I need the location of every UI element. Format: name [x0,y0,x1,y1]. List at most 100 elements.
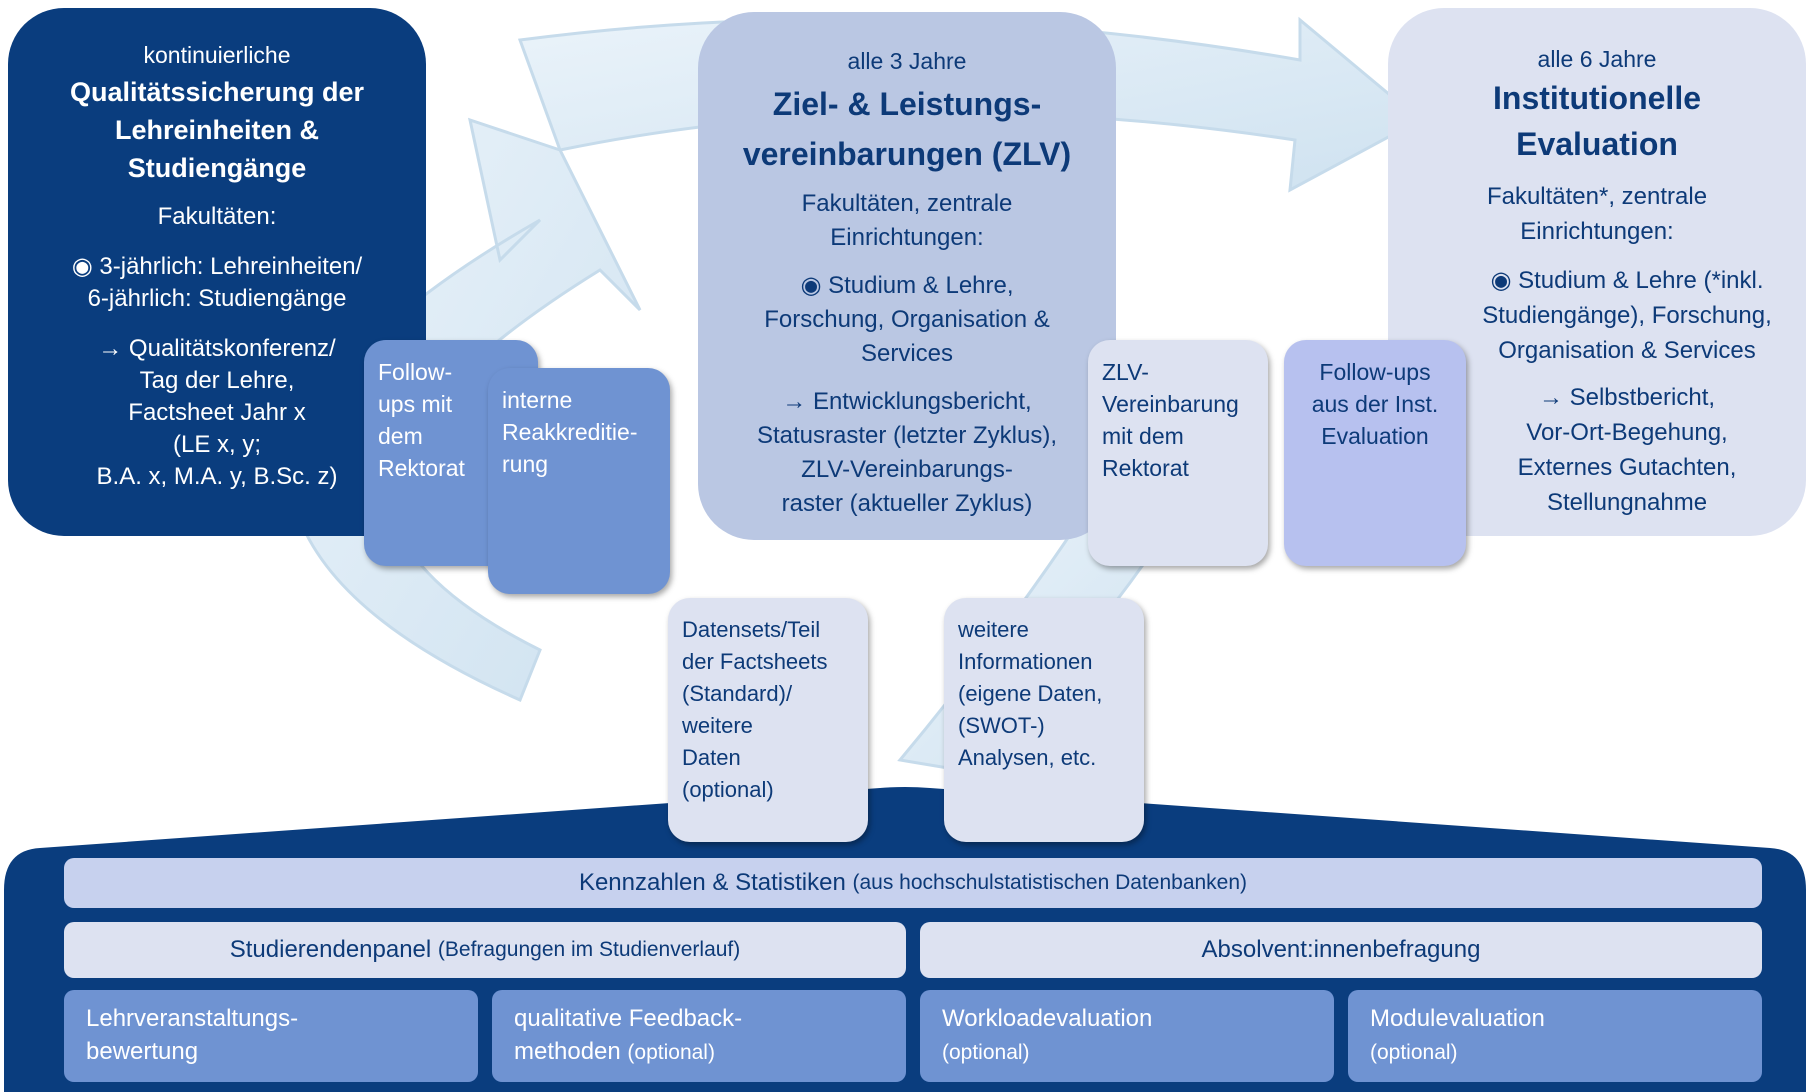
tile-workloadevaluation: Workloadevaluation (optional) [920,990,1334,1082]
eval-subtitle-line: Einrichtungen: [1520,218,1674,245]
zlv-vereinbarung-card: ZLV- Vereinbarung mit dem Rektorat [1088,340,1268,566]
eval-bullet-line: ◉ Studium & Lehre (*inkl. [1490,267,1764,294]
eval-output-line: Stellungnahme [1546,489,1708,516]
eval-bullet-line: Studiengänge), Forschung, [1482,302,1772,329]
kennzahlen-note: (aus hochschulstatistischen Datenbanken) [852,871,1248,894]
quality-frequency: kontinuierliche [143,42,291,68]
zlv-subtitle: Fakultäten, zentrale Einrichtungen: [722,187,1092,255]
card-line: Informationen [958,649,1093,674]
quality-output-line: B.A. x, M.A. y, B.Sc. z) [96,463,338,490]
quality-output-line: (LE x, y; [172,431,262,458]
zlv-output-line: ZLV-Vereinbarungs- [801,456,1013,483]
zlv-outputs: → Entwicklungsbericht, Statusraster (let… [722,385,1092,521]
eval-bullet-line: Organisation & Services [1498,337,1756,364]
eval-bullet: ◉ Studium & Lehre (*inkl. Studiengänge),… [1408,263,1786,368]
absolventen-label: Absolvent:innenbefragung [1201,936,1481,963]
eval-title-line: Institutionelle [1493,80,1701,116]
card-line: ZLV- [1102,359,1149,385]
zlv-bullet-line: Forschung, Organisation & [764,306,1050,333]
zlv-output-line: raster (aktueller Zyklus) [781,490,1033,517]
tile-modulevaluation: Modulevaluation (optional) [1348,990,1762,1082]
studierendenpanel-bar: Studierendenpanel (Befragungen im Studie… [64,922,906,978]
quality-assurance-block: kontinuierliche Qualitätssicherung der L… [8,8,426,536]
card-line: Follow-ups [1319,359,1431,385]
card-line: interne [502,387,573,413]
quality-bullet: ◉ 3-jährlich: Lehreinheiten/ 6-jährlich:… [30,251,404,315]
quality-output-line: Factsheet Jahr x [128,399,306,426]
tile-note: (optional) [627,1041,715,1064]
card-line: ups mit [378,391,453,417]
tile-line-main: methoden [514,1038,621,1065]
absolventen-bar: Absolvent:innenbefragung [920,922,1762,978]
tile-note: (optional) [942,1041,1030,1064]
zlv-output-line: Statusraster (letzter Zyklus), [756,422,1058,449]
card-line: Datensets/Teil [682,617,821,642]
studierendenpanel-label: Studierendenpanel [229,936,432,963]
kennzahlen-bar: Kennzahlen & Statistiken (aus hochschuls… [64,858,1762,908]
tile-qualitative-feedback: qualitative Feedback- methoden (optional… [492,990,906,1082]
eval-output-line: Vor-Ort-Begehung, [1526,419,1728,446]
card-line: (SWOT-) [958,713,1045,738]
quality-output-line: → Qualitätskonferenz/ [98,335,336,362]
eval-frequency: alle 6 Jahre [1537,46,1657,72]
tile-line: Workloadevaluation [942,1005,1153,1032]
card-line: Reakkreditie- [502,419,638,445]
zlv-subtitle-line: Fakultäten, zentrale [801,190,1013,217]
quality-output-line: Tag der Lehre, [139,367,295,394]
zlv-bullet-line: Services [860,340,954,367]
quality-bullet-line: ◉ 3-jährlich: Lehreinheiten/ [71,253,363,280]
card-line: (optional) [682,777,774,802]
quality-bullet-line: 6-jährlich: Studiengänge [87,285,347,312]
card-line: Vereinbarung [1102,391,1239,417]
eval-outputs: → Selbstbericht, Vor-Ort-Begehung, Exter… [1408,380,1786,520]
zlv-title: Ziel- & Leistungs- vereinbarungen (ZLV) [722,79,1092,179]
zlv-title-line: Ziel- & Leistungs- [772,86,1042,122]
card-line: der Factsheets [682,649,828,674]
quality-title-line: Lehreinheiten & [114,115,320,145]
card-line: rung [502,451,549,477]
tile-line: qualitative Feedback- [514,1005,743,1032]
tile-line: bewertung [86,1038,199,1065]
tile-note: (optional) [1370,1041,1458,1064]
card-line: (Standard)/ [682,681,793,706]
card-line: weitere [682,713,753,738]
zlv-frequency: alle 3 Jahre [847,48,967,74]
card-line: Rektorat [1102,455,1189,481]
zlv-block: alle 3 Jahre Ziel- & Leistungs- vereinba… [698,12,1116,540]
zlv-subtitle-line: Einrichtungen: [830,224,984,251]
card-line: mit dem [1102,423,1184,449]
zlv-bullet-line: ◉ Studium & Lehre, [800,272,1014,299]
quality-title: Qualitätssicherung der Lehreinheiten & S… [30,73,404,187]
card-line: Rektorat [378,455,465,481]
weitere-informationen-card: weitere Informationen (eigene Daten, (SW… [944,598,1144,842]
followups-evaluation-card: Follow-ups aus der Inst. Evaluation [1284,340,1466,566]
eval-output-line: → Selbstbericht, [1538,384,1716,411]
datensets-card: Datensets/Teil der Factsheets (Standard)… [668,598,868,842]
tile-lehrveranstaltungsbewertung: Lehrveranstaltungs- bewertung [64,990,478,1082]
zlv-bullet: ◉ Studium & Lehre, Forschung, Organisati… [722,269,1092,371]
card-line: (eigene Daten, [958,681,1103,706]
card-line: Daten [682,745,741,770]
eval-output-line: Externes Gutachten, [1517,454,1737,481]
eval-title-line: Evaluation [1516,126,1678,162]
zlv-title-line: vereinbarungen (ZLV) [742,136,1072,172]
card-line: Follow- [378,359,453,385]
studierendenpanel-note: (Befragungen im Studienverlauf) [437,938,741,961]
card-line: dem [378,423,423,449]
card-line: Analysen, etc. [958,745,1097,770]
eval-subtitle: Fakultäten*, zentrale Einrichtungen: [1408,179,1786,249]
quality-title-line: Studiengänge [127,153,307,183]
tile-line: Modulevaluation [1370,1005,1545,1032]
zlv-output-line: → Entwicklungsbericht, [782,388,1032,415]
quality-outputs: → Qualitätskonferenz/ Tag der Lehre, Fac… [30,333,404,493]
eval-subtitle-line: Fakultäten*, zentrale [1486,183,1708,210]
tile-line: methoden (optional) [514,1035,884,1069]
quality-subtitle: Fakultäten: [157,203,277,230]
tile-line: Lehrveranstaltungs- [86,1005,299,1032]
eval-title: Institutionelle Evaluation [1408,75,1786,167]
card-line: aus der Inst. [1311,391,1439,417]
card-line: weitere [958,617,1029,642]
quality-title-line: Qualitätssicherung der [69,77,365,107]
card-line: Evaluation [1321,423,1429,449]
kennzahlen-label: Kennzahlen & Statistiken [578,869,846,896]
